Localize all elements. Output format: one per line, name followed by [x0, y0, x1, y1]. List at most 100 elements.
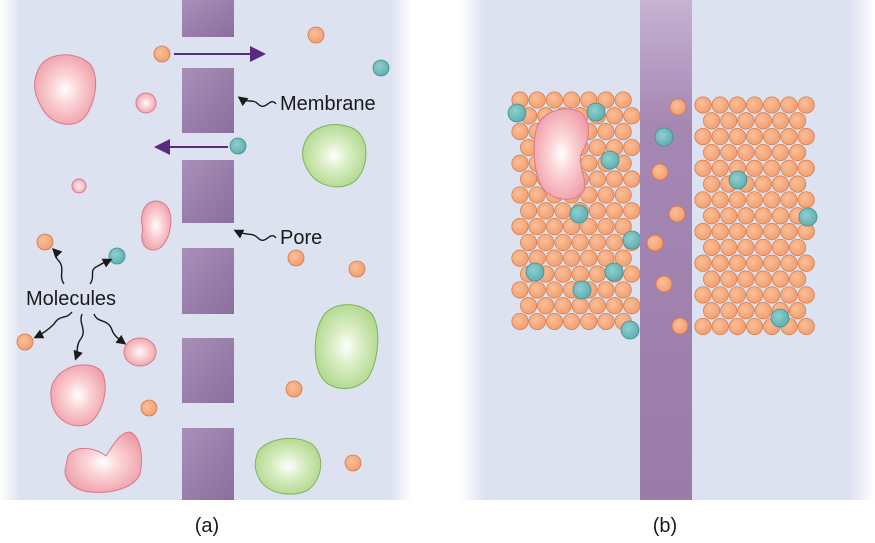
small-molecule: [511, 281, 529, 299]
small-molecule: [720, 238, 738, 256]
small-molecule: [797, 286, 815, 304]
small-molecule: [623, 138, 641, 157]
membrane-segments: [182, 0, 234, 500]
green-cell: [254, 438, 322, 495]
solvent-molecule: [654, 127, 674, 147]
small-molecule: [597, 123, 615, 141]
small-molecule: [737, 270, 755, 288]
small-molecule: [771, 143, 789, 162]
small-molecule: [711, 191, 729, 209]
small-molecule: [140, 399, 158, 417]
membrane-segment: [182, 248, 234, 314]
membrane-segment: [182, 160, 234, 223]
small-molecule: [746, 254, 764, 272]
membrane-label: Membrane: [280, 93, 376, 115]
small-molecule: [580, 218, 598, 236]
small-molecules: [16, 26, 390, 472]
green-cell: [302, 124, 367, 188]
small-molecule: [528, 218, 546, 236]
small-molecule: [580, 154, 598, 172]
small-molecule: [694, 128, 712, 146]
small-molecule: [614, 91, 632, 109]
small-molecule: [789, 238, 807, 256]
small-molecule: [563, 249, 581, 267]
small-molecule: [789, 302, 807, 320]
small-molecule: [554, 202, 572, 220]
panel-a-caption: (a): [195, 515, 219, 537]
small-molecule: [153, 45, 171, 63]
solvent-molecule: [372, 59, 390, 77]
molecules-leader: [93, 313, 127, 345]
small-molecule: [597, 312, 615, 331]
small-molecule: [528, 312, 546, 331]
small-molecule: [694, 254, 712, 272]
small-molecule: [771, 112, 789, 130]
solvent-molecule: [108, 247, 126, 265]
small-molecule: [520, 233, 538, 251]
membrane-leader: [237, 96, 277, 107]
small-molecule: [780, 159, 798, 177]
small-molecule: [711, 159, 729, 177]
small-molecule: [655, 275, 673, 293]
small-molecule: [771, 270, 789, 288]
small-molecule: [545, 218, 563, 236]
small-molecule: [348, 260, 366, 278]
small-molecule: [694, 191, 712, 209]
small-molecule: [737, 143, 755, 162]
small-molecule: [703, 270, 721, 288]
small-molecule: [554, 297, 572, 315]
small-molecule: [545, 91, 563, 109]
small-molecule: [511, 249, 529, 267]
small-molecule: [694, 159, 712, 177]
small-molecule: [789, 175, 807, 193]
small-molecule: [754, 175, 772, 193]
small-molecule: [754, 238, 772, 256]
small-molecule: [588, 170, 606, 188]
small-molecule: [623, 265, 641, 283]
small-molecule: [728, 128, 746, 146]
small-molecule: [537, 202, 555, 220]
small-molecule: [597, 281, 615, 299]
small-molecule: [780, 128, 798, 146]
small-molecule: [728, 286, 746, 304]
pore-label: Pore: [280, 227, 322, 249]
small-molecule: [754, 207, 772, 225]
small-molecule: [545, 281, 563, 299]
solvent-molecule: [507, 103, 527, 123]
solvent-molecule: [622, 230, 642, 250]
small-molecule: [711, 317, 729, 336]
small-molecule: [563, 91, 581, 109]
small-molecule: [797, 191, 815, 209]
membrane-segment: [182, 68, 234, 133]
small-molecule: [623, 170, 641, 188]
membrane-bar: [640, 0, 692, 500]
small-molecule: [754, 270, 772, 288]
small-molecule: [285, 380, 303, 398]
small-molecule: [554, 265, 572, 283]
small-molecule: [780, 96, 798, 114]
small-molecule: [703, 207, 721, 225]
small-molecule: [728, 191, 746, 209]
solvent-molecule: [770, 308, 790, 328]
small-molecule: [597, 91, 615, 109]
small-molecule: [780, 223, 798, 241]
panel-a: Membrane Pore Molecules (a): [0, 0, 412, 537]
small-molecule: [537, 297, 555, 315]
small-molecule: [737, 112, 755, 130]
solvent-molecule: [229, 137, 247, 155]
small-molecule: [737, 238, 755, 256]
small-molecule: [737, 207, 755, 225]
small-molecule: [520, 202, 538, 220]
molecules-leader: [89, 258, 113, 285]
small-molecule: [771, 207, 789, 225]
small-molecule: [711, 223, 729, 241]
small-molecule: [614, 218, 632, 236]
small-molecule: [623, 107, 641, 125]
small-molecule: [597, 249, 615, 267]
molecules-leader: [52, 248, 65, 285]
small-molecule: [703, 143, 721, 162]
small-molecule: [16, 333, 34, 351]
small-molecule: [614, 249, 632, 267]
solvent-molecule: [525, 262, 545, 282]
